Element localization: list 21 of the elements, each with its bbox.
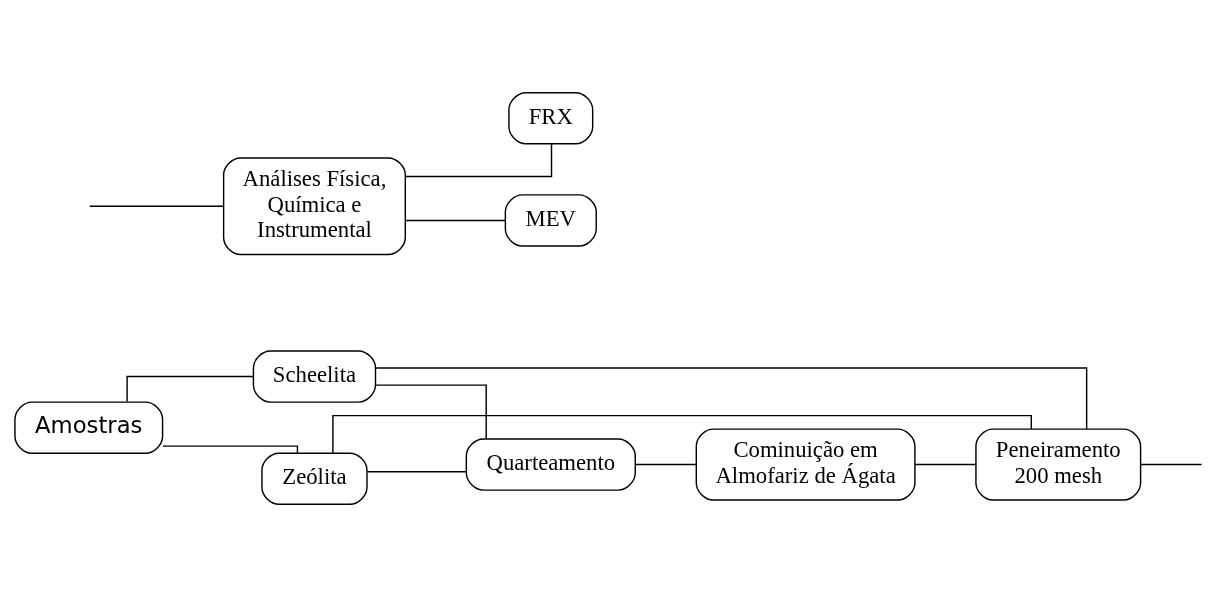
node-box: Zeólita bbox=[261, 452, 368, 505]
connector bbox=[405, 219, 506, 221]
connector bbox=[914, 463, 977, 465]
connector bbox=[126, 375, 254, 402]
connector bbox=[404, 142, 553, 177]
connector bbox=[634, 463, 697, 465]
connector bbox=[375, 366, 1088, 429]
node-box: Amostras bbox=[14, 400, 164, 454]
connector bbox=[89, 205, 225, 207]
node-box: Scheelita bbox=[252, 349, 377, 403]
node-box: Cominuição em Almofariz de Ágata bbox=[695, 427, 916, 501]
node-box: Quarteamento bbox=[465, 437, 636, 491]
connector bbox=[374, 383, 487, 440]
node-box: Análises Física, Química e Instrumental bbox=[222, 156, 406, 255]
connector bbox=[1140, 463, 1203, 465]
connector bbox=[366, 470, 467, 472]
connector bbox=[332, 414, 1032, 454]
node-box: FRX bbox=[508, 91, 594, 144]
node-box: MEV bbox=[504, 193, 597, 247]
node-box: Peneiramento 200 mesh bbox=[975, 427, 1142, 501]
connector bbox=[162, 444, 299, 454]
